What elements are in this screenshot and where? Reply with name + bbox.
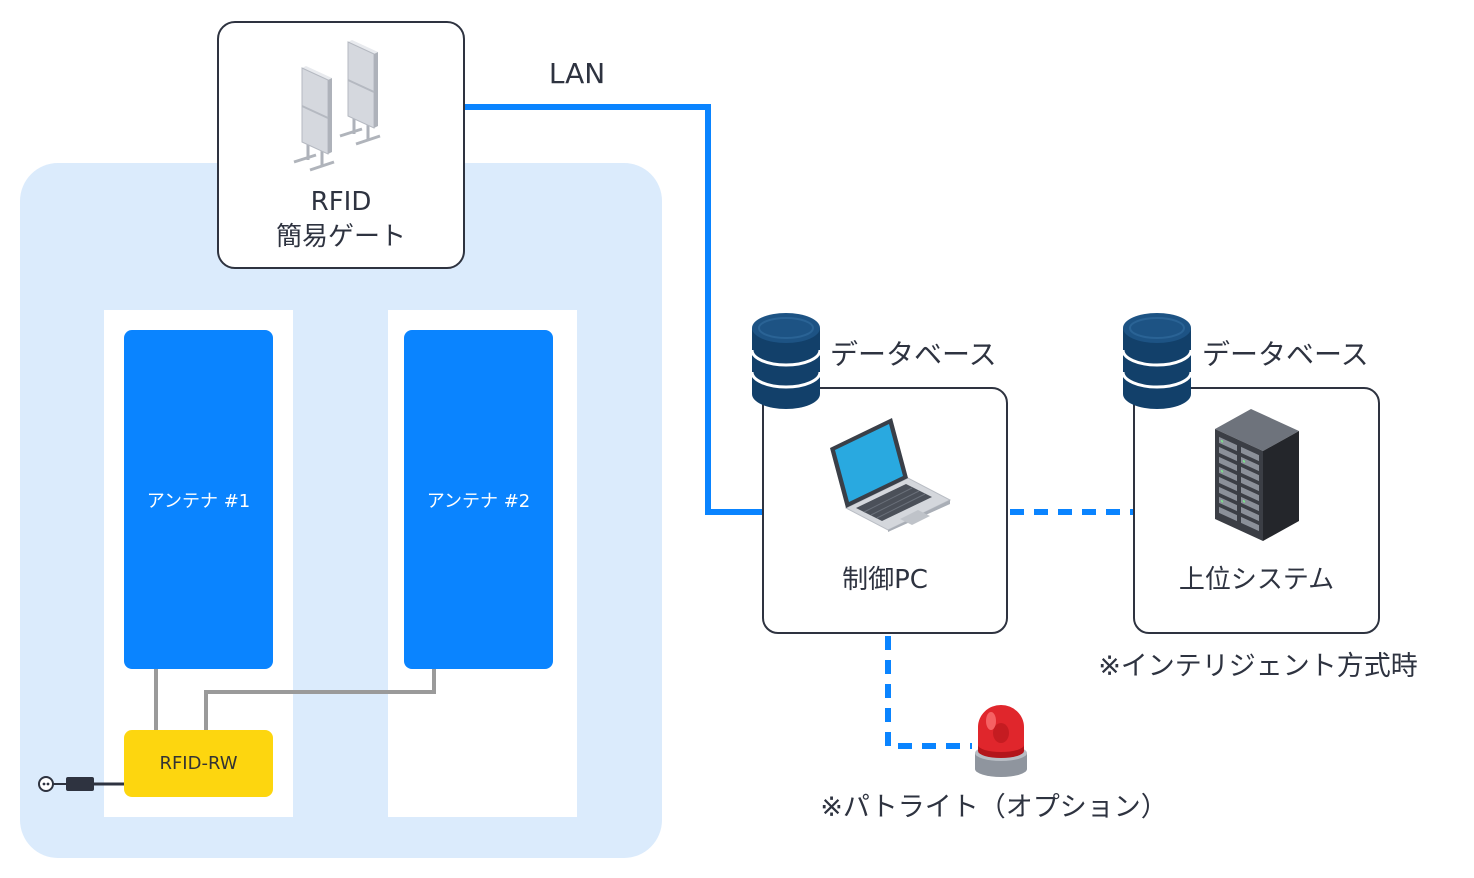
server-rack-icon [1215,409,1299,541]
rfid-gate-box [217,21,465,269]
database-icon [751,313,821,409]
database-icon [1122,313,1192,409]
antenna-2-cable [204,669,436,731]
pc-to-patlight-link [885,636,972,749]
upper-system-database-label: データベース [1202,338,1369,371]
reader-label: RFID-RW [159,753,238,774]
laptop-icon [830,418,952,532]
rfid-gate-icon [293,40,381,172]
power-plug-icon [38,776,126,792]
antenna-1-label: アンテナ #1 [146,490,251,512]
patlight-icon [975,705,1027,777]
intelligent-mode-note: ※インテリジェント方式時 [1098,651,1418,682]
rfid-reader-writer: RFID-RW [124,730,273,797]
lan-label: LAN [548,57,606,90]
antenna-1: アンテナ #1 [124,330,273,669]
upper-system-label: 上位システム [1178,565,1335,595]
gate-title-line1: RFID [310,187,372,217]
antenna-2: アンテナ #2 [404,330,553,669]
gate-title-line2: 簡易ゲート [275,222,406,252]
antenna-2-label: アンテナ #2 [426,490,531,512]
lan-cable [465,104,762,515]
control-pc-database-label: データベース [830,338,997,371]
patlight-note: ※パトライト（オプション） [820,792,1168,823]
control-pc-label: 制御PC [842,565,928,595]
